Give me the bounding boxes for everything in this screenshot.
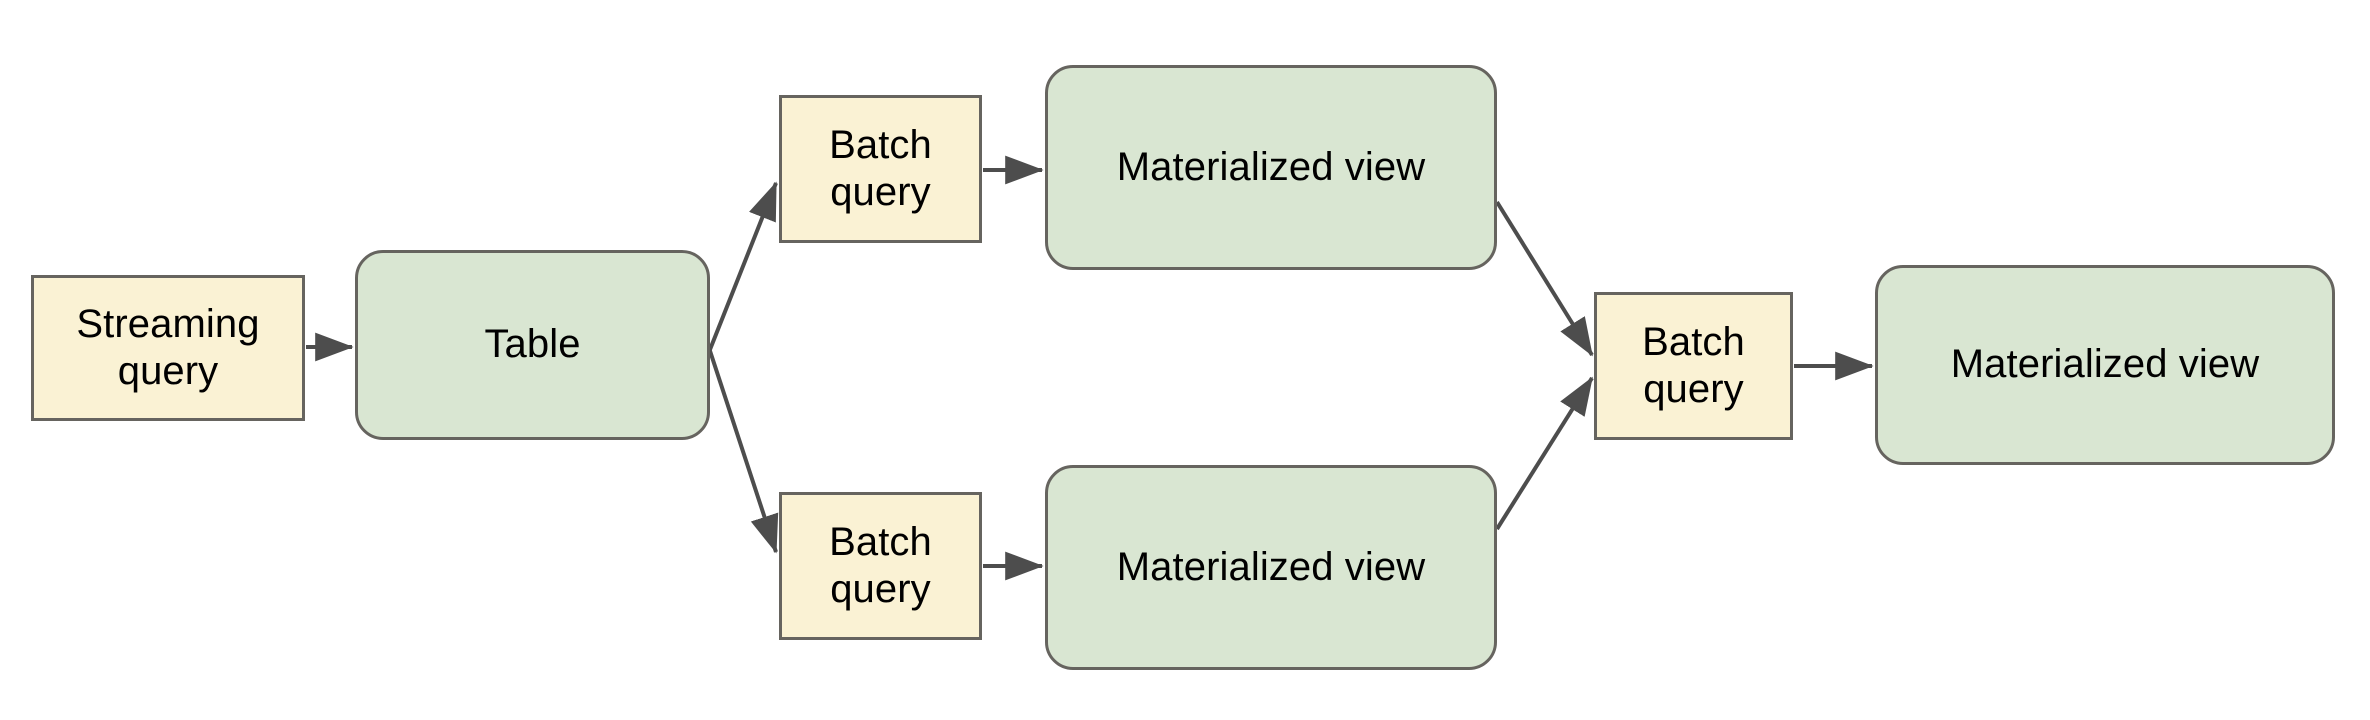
node-batch-query-bottom[interactable]: Batch query — [779, 492, 982, 640]
edge-materialized-view-bottom-to-batch-query-join — [1495, 376, 1594, 531]
node-batch-query-bottom-label: Batch query — [829, 519, 932, 611]
node-table-label: Table — [484, 322, 581, 367]
node-batch-query-top[interactable]: Batch query — [779, 95, 982, 243]
node-materialized-view-bottom-label: Materialized view — [1116, 544, 1426, 589]
node-materialized-view-bottom[interactable]: Materialized view — [1045, 465, 1497, 670]
node-batch-query-top-label: Batch query — [829, 122, 932, 214]
node-table[interactable]: Table — [355, 250, 710, 440]
node-materialized-view-top-label: Materialized view — [1116, 144, 1426, 189]
edge-materialized-view-top-to-batch-query-join — [1495, 200, 1594, 357]
node-streaming-query-label: Streaming query — [76, 301, 260, 393]
node-batch-query-join-label: Batch query — [1642, 319, 1745, 411]
node-batch-query-join[interactable]: Batch query — [1594, 292, 1793, 440]
node-materialized-view-top[interactable]: Materialized view — [1045, 65, 1497, 270]
node-materialized-view-final-label: Materialized view — [1950, 342, 2260, 387]
node-streaming-query[interactable]: Streaming query — [31, 275, 305, 421]
node-materialized-view-final[interactable]: Materialized view — [1875, 265, 2335, 465]
